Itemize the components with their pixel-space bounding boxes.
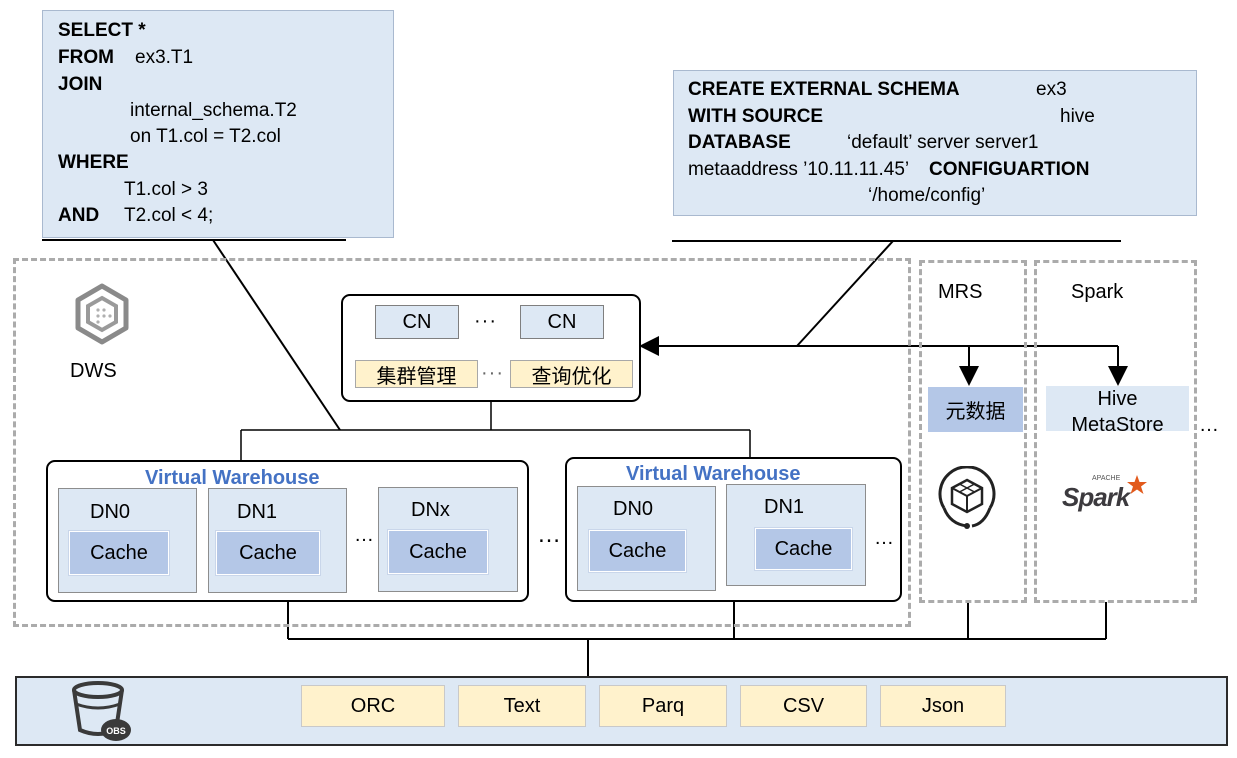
mrs-region <box>919 260 1027 603</box>
vw1-dn1-label: DN1 <box>237 501 278 523</box>
format-json: Json <box>880 685 1006 727</box>
vw1-dn0-label: DN0 <box>90 501 131 523</box>
query-to-coordinator-line <box>212 239 341 431</box>
sql-where-keyword: WHERE <box>58 152 129 173</box>
vw2-dots: … <box>874 527 895 549</box>
cn-dots: ··· <box>474 310 497 332</box>
spark-region <box>1034 260 1197 603</box>
sql-from-keyword: FROM <box>58 47 114 68</box>
sql-join-condition: on T1.col = T2.col <box>130 126 281 147</box>
schema-config-path: ‘/home/config’ <box>868 185 986 206</box>
vw2-title: Virtual Warehouse <box>626 463 801 485</box>
vw2-dn0-cache: Cache <box>588 529 687 573</box>
schema-database-value: ‘default’ server server1 <box>847 132 1039 153</box>
cn-node-right: CN <box>520 305 604 339</box>
spark-logo-text: Spark <box>1062 482 1130 512</box>
sql-and-condition: T2.col < 4; <box>124 205 214 226</box>
hive-metastore-box: Hive MetaStore <box>1046 386 1189 436</box>
more-systems-dots: … <box>1199 414 1220 436</box>
query-optimization-box: 查询优化 <box>510 360 633 388</box>
sql-where-condition: T1.col > 3 <box>124 179 208 200</box>
spark-logo: APACHE Spark <box>1062 474 1152 518</box>
mgmt-dots: ··· <box>481 362 504 384</box>
mrs-label: MRS <box>938 281 983 303</box>
mrs-metadata-box: 元数据 <box>928 387 1023 432</box>
schema-source-keyword: WITH SOURCE <box>688 106 824 127</box>
mrs-cube-icon <box>938 466 996 529</box>
sql-join-keyword: JOIN <box>58 74 103 95</box>
dws-label: DWS <box>70 360 117 382</box>
format-text: Text <box>458 685 586 727</box>
sql-select: SELECT * <box>58 20 146 41</box>
vw1-dnx-label: DNx <box>411 499 450 521</box>
vw1-title: Virtual Warehouse <box>145 467 320 489</box>
format-parquet: Parq <box>599 685 727 727</box>
vw2-dn1-label: DN1 <box>764 496 805 518</box>
schema-database-keyword: DATABASE <box>688 132 791 153</box>
schema-metaaddress: metaaddress ’10.11.11.45’ <box>688 159 910 180</box>
format-csv: CSV <box>740 685 867 727</box>
dws-logo-icon <box>75 283 129 345</box>
vw2-dn1-cache: Cache <box>754 527 853 571</box>
obs-badge-text: OBS <box>106 726 126 736</box>
vw1-dn0-cache: Cache <box>68 530 170 576</box>
dws-region <box>13 258 911 627</box>
create-schema-box: CREATE EXTERNAL SCHEMA ex3 WITH SOURCE h… <box>673 70 1197 216</box>
obs-bucket-icon: OBS <box>72 681 131 741</box>
format-orc: ORC <box>301 685 445 727</box>
sql-join-table: internal_schema.T2 <box>130 100 297 121</box>
sql-and-keyword: AND <box>58 205 100 226</box>
cluster-management-box: 集群管理 <box>355 360 478 388</box>
hive-metastore-line2: MetaStore <box>1071 414 1164 436</box>
schema-config-keyword: CONFIGUARTION <box>929 159 1090 180</box>
schema-create-keyword: CREATE EXTERNAL SCHEMA <box>688 79 960 100</box>
vw1-dn1-cache: Cache <box>215 530 321 576</box>
cn-node-left: CN <box>375 305 459 339</box>
vw2-dn0-label: DN0 <box>613 498 654 520</box>
schema-name: ex3 <box>1036 79 1067 100</box>
query-sql-box: SELECT * FROM ex3.T1 JOIN internal_schem… <box>42 10 394 238</box>
schema-source-value: hive <box>1060 106 1095 127</box>
spark-label: Spark <box>1071 281 1124 303</box>
sql-from-table: ex3.T1 <box>135 47 194 68</box>
spark-star-icon <box>1127 475 1147 494</box>
hive-metastore-line1: Hive <box>1097 388 1138 410</box>
vw1-dots: … <box>354 524 375 546</box>
spark-logo-apache: APACHE <box>1092 475 1121 482</box>
warehouses-between-dots: … <box>537 521 562 548</box>
vw1-dnx-cache: Cache <box>387 529 489 575</box>
